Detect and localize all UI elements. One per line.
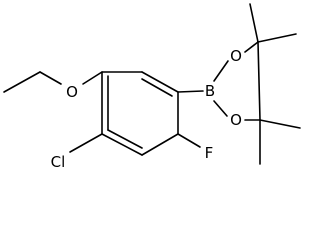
bond-ring-c2-c3 [141, 71, 179, 93]
bond-o-ring [82, 71, 103, 85]
atom-oxygen-ether: O [66, 83, 78, 101]
bond-ethyl-ch3 [3, 71, 41, 93]
bond-ring-c4-c5 [141, 133, 179, 156]
atom-boron: B [205, 82, 215, 100]
bond-ring-double-1 [141, 78, 173, 97]
atom-oxygen-ring-top: O [230, 47, 242, 65]
bond-c-c-ring [257, 41, 261, 121]
bond-ring-cl [69, 133, 103, 153]
chemical-structure: O Cl F B O O [3, 3, 301, 171]
atom-chlorine: Cl [51, 153, 66, 171]
bond-ring-b [177, 90, 204, 93]
bond-ring-double-2 [107, 129, 143, 149]
bond-b-o-bottom [213, 100, 228, 117]
bond-ring-f [177, 133, 201, 148]
atom-fluorine: F [205, 144, 214, 162]
bond-b-o-top [213, 60, 229, 82]
atom-oxygen-ring-bottom: O [230, 111, 242, 129]
bond-o-top-c [244, 41, 259, 53]
bond-ring-c5-c6 [101, 133, 143, 156]
bond-methyl-1 [249, 3, 259, 43]
bond-methyl-3 [259, 119, 301, 129]
bond-methyl-2 [257, 33, 297, 43]
bond-ethyl-ch2-o [39, 71, 62, 85]
